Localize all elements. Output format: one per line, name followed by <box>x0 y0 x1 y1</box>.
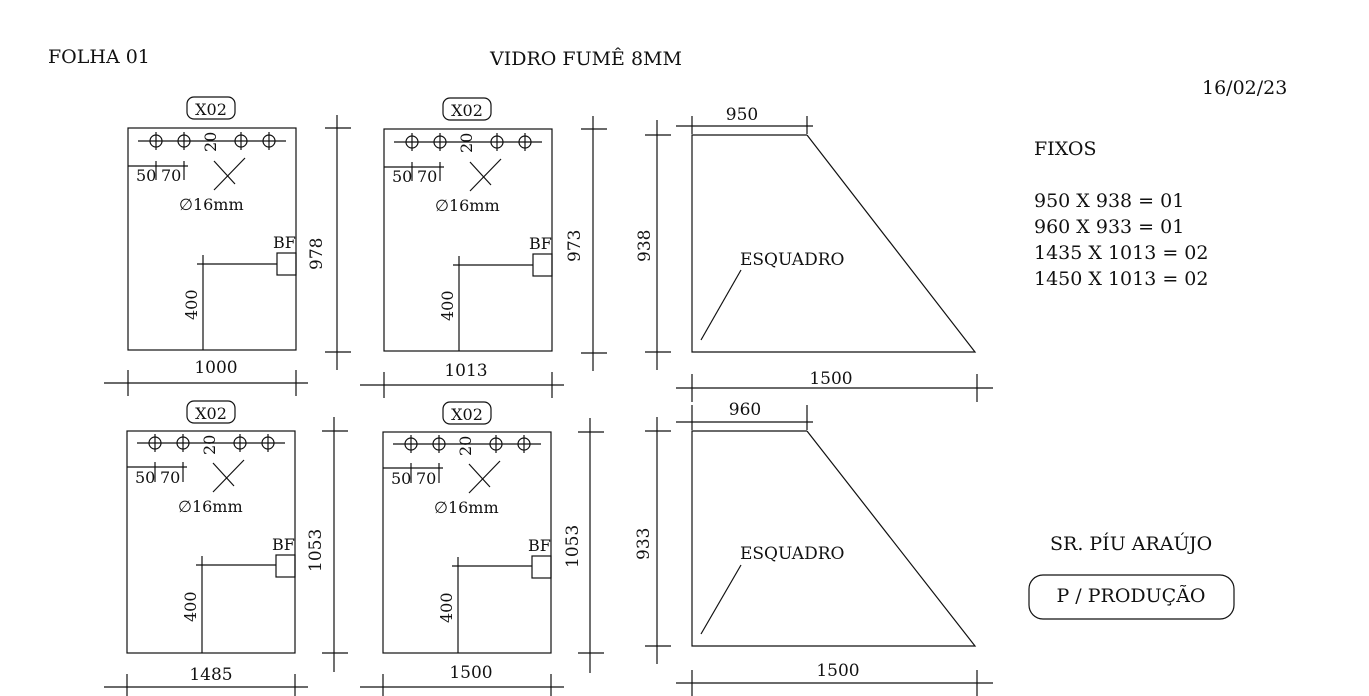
trapezoid-2-outline <box>691 430 977 647</box>
panel-3-width: 1485 <box>189 665 232 685</box>
trapezoid-2-esquadro: ESQUADRO <box>740 544 844 564</box>
panel-3-spacing-a: 50 <box>135 468 155 487</box>
panel-2: X02 50 70 20 ∅16mm BF 400 1013 973 <box>360 97 607 398</box>
panel-4-spacing-a: 50 <box>391 469 411 488</box>
fixos-item: 950 X 938 = 01 <box>1034 190 1184 212</box>
panel-3: X02 50 70 20 ∅16mm BF 400 1485 1053 <box>104 400 348 696</box>
fixos-heading: FIXOS <box>1034 138 1096 160</box>
trapezoid-1-bottom: 1500 <box>809 369 852 389</box>
panel-2-height: 973 <box>565 230 585 262</box>
panel-3-diameter: ∅16mm <box>178 497 243 516</box>
sheet-label: FOLHA 01 <box>48 46 150 68</box>
panel-4-bf-box <box>531 555 552 579</box>
trapezoid-2-bottom: 1500 <box>816 661 859 681</box>
panel-3-outline <box>126 430 296 654</box>
fixos-item: 960 X 933 = 01 <box>1034 216 1184 238</box>
panel-4-outline <box>382 431 552 654</box>
panel-2-offset: 20 <box>457 133 476 153</box>
panel-2-tag: X02 <box>451 101 483 120</box>
panel-4-width: 1500 <box>449 663 492 683</box>
panel-2-tag-box <box>442 97 492 121</box>
panel-1: X02 50 70 20 ∅16mm BF 400 1000 <box>104 96 351 396</box>
panel-1-outline <box>127 127 297 351</box>
panel-1-offset: 20 <box>201 132 220 152</box>
panel-4-tag: X02 <box>451 405 483 424</box>
panel-4-spacing-b: 70 <box>416 469 436 488</box>
trapezoid-1: 950 938 1500 ESQUADRO <box>635 105 993 402</box>
panel-1-width: 1000 <box>194 358 237 378</box>
panel-1-bf-height: 400 <box>182 289 201 320</box>
panel-1-spacing-a: 50 <box>136 166 156 185</box>
panel-2-holes <box>405 133 532 151</box>
panel-4-offset: 20 <box>456 436 475 456</box>
panel-2-outline <box>383 128 553 352</box>
panel-2-bf: BF <box>529 234 552 253</box>
trapezoid-1-height: 938 <box>635 230 655 262</box>
panel-4-holes <box>404 435 531 453</box>
panel-4-bf: BF <box>528 536 551 555</box>
fixos-item: 1450 X 1013 = 02 <box>1034 268 1209 290</box>
panel-3-height: 1053 <box>306 529 326 572</box>
panel-3-bf-height: 400 <box>181 591 200 622</box>
panel-2-width: 1013 <box>444 361 487 381</box>
panel-3-tag: X02 <box>195 404 227 423</box>
panel-2-bf-height: 400 <box>438 290 457 321</box>
panel-4-height: 1053 <box>563 525 583 568</box>
trapezoid-2-top: 960 <box>729 400 761 420</box>
production-label: P / PRODUÇÃO <box>1056 585 1205 607</box>
panel-1-tag-box <box>186 96 236 120</box>
panel-2-diameter: ∅16mm <box>435 196 500 215</box>
panel-3-spacing-b: 70 <box>160 468 180 487</box>
panel-4-diameter: ∅16mm <box>434 498 499 517</box>
drawing-date: 16/02/23 <box>1202 77 1287 99</box>
trapezoid-2: 960 933 1500 ESQUADRO <box>634 400 993 696</box>
panel-3-offset: 20 <box>200 435 219 455</box>
panel-1-height: 978 <box>307 238 327 270</box>
panel-1-diameter: ∅16mm <box>179 195 244 214</box>
fixos-list: FIXOS 950 X 938 = 01 960 X 933 = 01 1435… <box>1034 138 1209 290</box>
panel-3-holes <box>148 434 275 452</box>
trapezoid-2-height: 933 <box>634 528 654 560</box>
panel-3-tag-box <box>186 400 236 424</box>
panel-4: X02 50 70 20 ∅16mm BF 400 1500 1053 <box>360 401 604 696</box>
panel-3-bf-box <box>275 554 296 578</box>
client-name: SR. PÍU ARAÚJO <box>1050 532 1212 555</box>
panel-1-bf: BF <box>273 233 296 252</box>
panel-2-spacing-a: 50 <box>392 167 412 186</box>
panel-2-spacing-b: 70 <box>417 167 437 186</box>
production-box <box>1028 574 1235 620</box>
panel-2-bf-box <box>532 253 553 277</box>
panel-1-bf-box <box>276 252 297 276</box>
drawing-title: VIDRO FUMÊ 8MM <box>489 47 682 70</box>
panel-4-bf-height: 400 <box>437 592 456 623</box>
trapezoid-1-outline <box>691 134 977 353</box>
panel-1-tag: X02 <box>195 100 227 119</box>
trapezoid-1-top: 950 <box>726 105 758 125</box>
panel-4-tag-box <box>442 401 492 425</box>
panel-1-spacing-b: 70 <box>161 166 181 185</box>
panel-1-holes <box>149 132 276 150</box>
trapezoid-1-esquadro: ESQUADRO <box>740 250 844 270</box>
fixos-item: 1435 X 1013 = 02 <box>1034 242 1209 264</box>
panel-3-bf: BF <box>272 535 295 554</box>
